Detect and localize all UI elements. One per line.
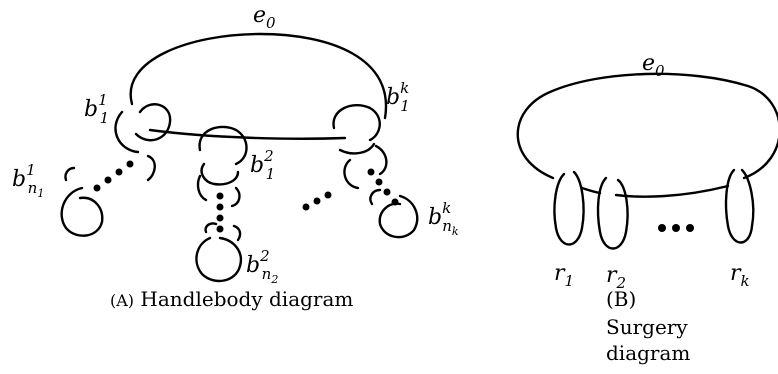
label-bn1-sub: n bbox=[28, 179, 38, 197]
e0-loop-bottom bbox=[148, 128, 347, 140]
caption-a: (A) Handlebody diagram bbox=[110, 287, 353, 311]
b11-circle bbox=[134, 103, 172, 142]
label-e0-base: e bbox=[253, 3, 266, 28]
b11-circle-tail bbox=[146, 154, 156, 182]
label-bn2-sub: n bbox=[262, 265, 272, 283]
r2-ring bbox=[596, 176, 629, 250]
caption-b-line2: diagram bbox=[606, 341, 690, 365]
dot bbox=[104, 176, 112, 184]
label-bn2-base: b bbox=[246, 253, 260, 278]
dot bbox=[216, 225, 224, 233]
dot bbox=[216, 203, 224, 211]
b12-arc bbox=[196, 174, 208, 202]
label-e0: e0 bbox=[253, 3, 276, 32]
dot bbox=[302, 203, 310, 211]
label-b11-sub: 1 bbox=[100, 109, 110, 127]
label-b11-base: b bbox=[84, 97, 98, 122]
label-rk-base: r bbox=[730, 261, 742, 286]
dot bbox=[672, 224, 680, 232]
e0-ellipse-seg-left bbox=[580, 186, 602, 195]
label-bk1-sup: k bbox=[400, 79, 409, 97]
label-r1-sub: 1 bbox=[565, 272, 575, 290]
label-rk: rk bbox=[730, 261, 750, 290]
dot bbox=[115, 168, 123, 176]
bn2-hook-right bbox=[232, 224, 242, 242]
caption-b-tag: (B) bbox=[606, 287, 636, 311]
bk1-circle bbox=[332, 104, 381, 142]
label-b-e0-base: e bbox=[642, 51, 655, 76]
dot bbox=[216, 214, 224, 222]
label-r2-base: r bbox=[606, 263, 618, 288]
label-bnk-sub: n bbox=[442, 217, 452, 235]
e0-ellipse-seg-mid bbox=[614, 184, 730, 198]
dot bbox=[216, 192, 224, 200]
panel-b-surgery-diagram: e0 r1 r2 rk (B) Surgery diagram bbox=[516, 51, 778, 365]
bn1-circle bbox=[60, 186, 104, 237]
bnk-hook bbox=[369, 188, 382, 206]
label-r1: r1 bbox=[554, 261, 574, 290]
label-b21-sub: 1 bbox=[266, 165, 276, 183]
dot bbox=[686, 224, 694, 232]
rk-ring bbox=[724, 168, 755, 244]
e0-ellipse-top bbox=[516, 72, 778, 180]
label-bn1-base: b bbox=[12, 167, 26, 192]
label-bn2-sup: 2 bbox=[259, 247, 270, 265]
label-b11-sup: 1 bbox=[98, 91, 108, 109]
label-r2-sub: 2 bbox=[616, 274, 627, 292]
bn2-circle bbox=[195, 236, 243, 283]
dot bbox=[93, 184, 101, 192]
label-bn1-sup: 1 bbox=[26, 161, 36, 179]
dot bbox=[313, 197, 321, 205]
label-bnk-subsub: k bbox=[452, 225, 459, 238]
label-b-e0-sub: 0 bbox=[655, 62, 665, 80]
bn1-connector bbox=[64, 166, 76, 182]
label-b21-base: b bbox=[250, 153, 264, 178]
label-r2: r2 bbox=[606, 263, 626, 292]
e0-loop-top bbox=[129, 32, 388, 120]
dot bbox=[126, 160, 134, 168]
b12-lower bbox=[200, 162, 240, 186]
r1-ring bbox=[553, 170, 585, 246]
bn2-hook bbox=[204, 222, 218, 234]
label-b21-sup: 2 bbox=[263, 147, 274, 165]
label-e0-sub: 0 bbox=[266, 14, 276, 32]
label-bnk-sup: k bbox=[442, 199, 451, 217]
b12-circle bbox=[198, 125, 248, 166]
b11-circle-lower bbox=[114, 110, 140, 154]
bnk-circle bbox=[378, 194, 419, 239]
dot bbox=[375, 178, 383, 186]
bk1-lower bbox=[338, 142, 376, 155]
caption-a-text: Handlebody diagram bbox=[140, 287, 353, 311]
b12-arc-right bbox=[230, 186, 241, 208]
label-bn1-subsub: 1 bbox=[37, 187, 44, 200]
label-r1-base: r bbox=[554, 261, 566, 286]
dot bbox=[658, 224, 666, 232]
label-rk-sub: k bbox=[741, 272, 750, 290]
label-bn2-subsub: 2 bbox=[270, 273, 278, 286]
dot bbox=[367, 168, 375, 176]
label-bk1-sub: 1 bbox=[400, 97, 410, 115]
label-bk1-base: b bbox=[386, 85, 400, 110]
caption-b-line1: Surgery bbox=[606, 315, 688, 339]
dot bbox=[383, 188, 391, 196]
bk1-arc bbox=[343, 158, 360, 190]
dot bbox=[324, 191, 332, 199]
caption-a-tag: (A) bbox=[110, 291, 134, 310]
bk1-arc-right bbox=[374, 144, 388, 176]
label-bnk-base: b bbox=[428, 205, 442, 230]
label-b-e0: e0 bbox=[642, 51, 665, 80]
